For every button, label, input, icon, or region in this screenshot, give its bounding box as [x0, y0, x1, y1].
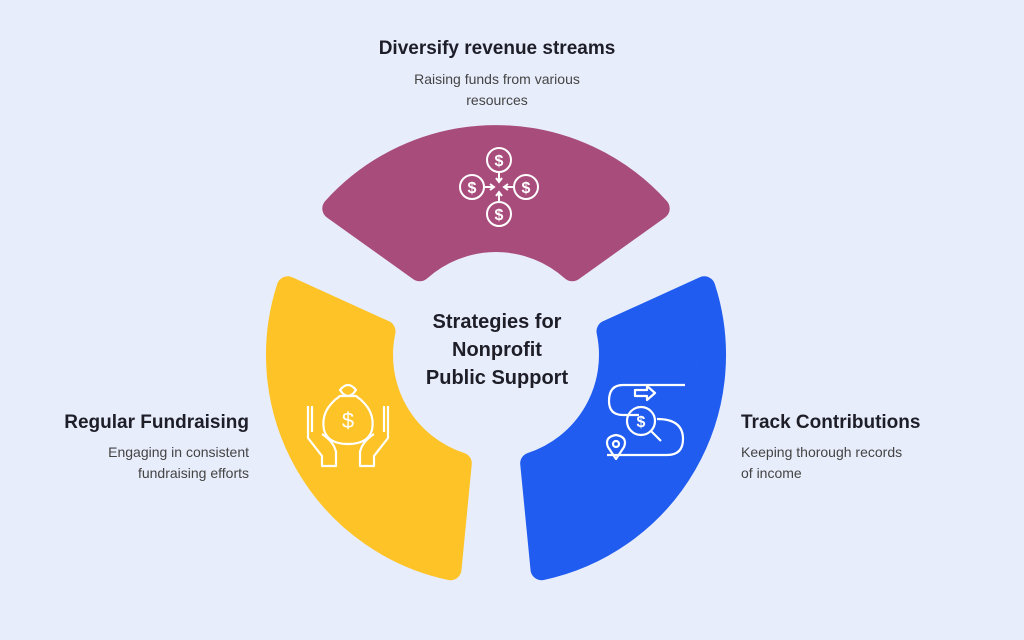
- segment-track-contributions: [520, 276, 726, 581]
- segment-title-diversify: Diversify revenue streams: [378, 38, 616, 59]
- svg-text:$: $: [495, 153, 504, 170]
- svg-text:$: $: [637, 414, 646, 431]
- segment-desc-diversify: Raising funds from various resources: [297, 69, 697, 111]
- svg-text:$: $: [468, 180, 477, 197]
- desc-line: fundraising efforts: [137, 465, 249, 481]
- segment-regular-fundraising: [266, 276, 472, 581]
- desc-line: of income: [741, 465, 802, 481]
- converging-dollar-coins-icon: $ $ $ $: [459, 147, 539, 227]
- dollar-search-route-icon: $: [605, 383, 685, 461]
- svg-text:$: $: [522, 180, 531, 197]
- svg-text:$: $: [342, 408, 354, 433]
- segment-title-regular: Regular Fundraising: [64, 412, 249, 433]
- desc-line: resources: [466, 92, 528, 108]
- center-title-line: Nonprofit: [452, 339, 542, 361]
- center-title-line: Strategies for: [432, 311, 562, 333]
- segment-title-track: Track Contributions: [741, 412, 921, 433]
- desc-line: Engaging in consistent: [108, 444, 249, 460]
- center-title-line: Public Support: [425, 367, 569, 389]
- segment-desc-track: Keeping thorough records of income: [741, 442, 902, 484]
- hands-money-bag-icon: $: [306, 383, 390, 468]
- desc-line: Keeping thorough records: [741, 444, 903, 460]
- segment-desc-regular: Engaging in consistent fundraising effor…: [108, 442, 249, 484]
- svg-text:$: $: [495, 207, 504, 224]
- desc-line: Raising funds from various: [414, 71, 580, 87]
- center-title: Strategies for Nonprofit Public Support: [397, 308, 597, 392]
